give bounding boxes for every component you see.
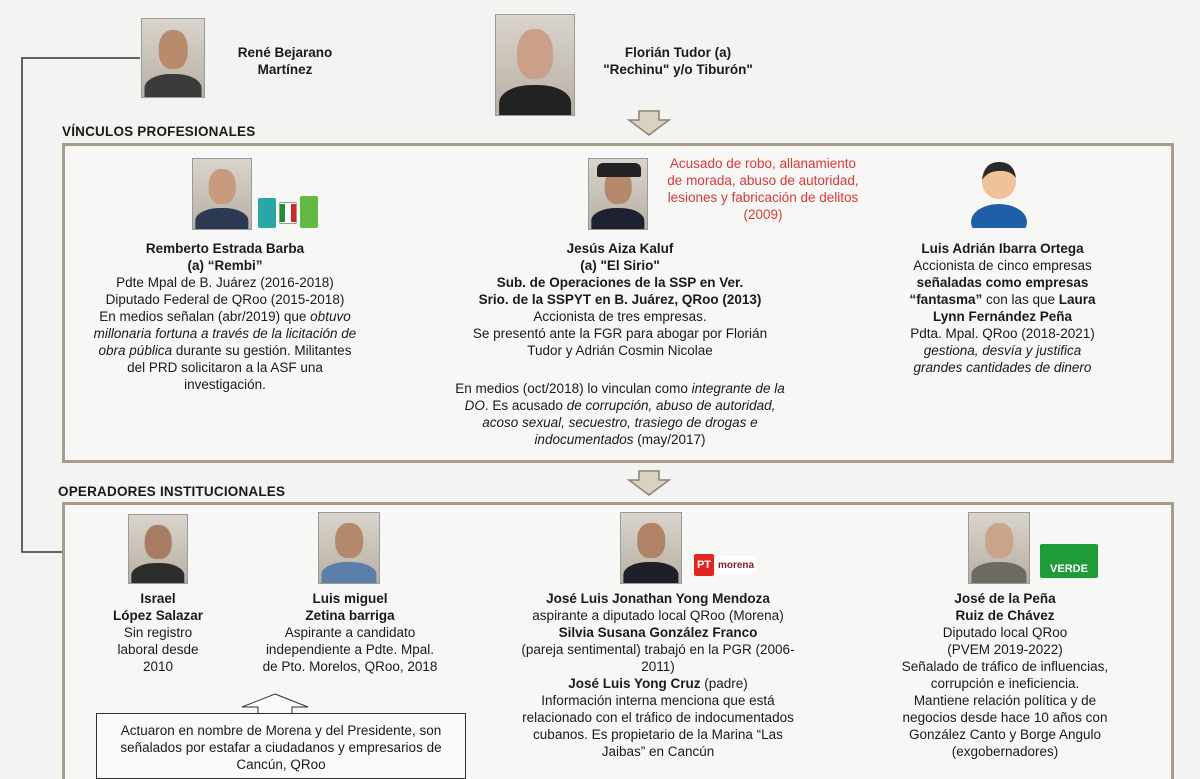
section-label-vinculos: VÍNCULOS PROFESIONALES xyxy=(62,124,256,139)
text-luis-adrian: Luis Adrián Ibarra Ortega Accionista de … xyxy=(909,241,1096,375)
text-jesus-media: En medios (oct/2018) lo vinculan como in… xyxy=(455,381,785,447)
party-logo-1 xyxy=(258,198,276,228)
logo-morena: morena xyxy=(716,556,756,574)
photo-jose-luis-yong xyxy=(620,512,682,584)
photo-florian-tudor xyxy=(495,14,575,116)
photo-luis-miguel-zetina xyxy=(318,512,380,584)
text-jesus-accusation: Acusado de robo, allanamiento de morada,… xyxy=(667,156,859,222)
text-yong: José Luis Jonathan Yong Mendoza aspirant… xyxy=(521,591,795,759)
party-logo-pri xyxy=(279,202,297,224)
photo-rene-bejarano xyxy=(141,18,205,98)
down-arrow-2 xyxy=(627,470,671,496)
avatar-icon xyxy=(971,162,1027,228)
text-jesus: Jesús Aiza Kaluf (a) "El Sirio" Sub. de … xyxy=(472,241,768,358)
photo-israel-lopez xyxy=(128,514,188,584)
name-florian-tudor: Florián Tudor (a) "Rechinu" y/o Tiburón" xyxy=(603,45,753,77)
text-luis-miguel: Luis miguel Zetina barriga Aspirante a c… xyxy=(262,591,438,674)
name-rene-bejarano: René Bejarano Martínez xyxy=(237,45,333,77)
text-jose-de-la-pena: José de la Peña Ruiz de Chávez Diputado … xyxy=(901,591,1109,759)
section-label-operadores: OPERADORES INSTITUCIONALES xyxy=(58,484,286,499)
photo-jesus-aiza xyxy=(588,158,648,230)
photo-jose-de-la-pena xyxy=(968,512,1030,584)
party-logo-2 xyxy=(300,196,318,228)
logo-verde: VERDE xyxy=(1040,544,1098,578)
down-arrow-1 xyxy=(627,110,671,136)
text-remberto: Remberto Estrada Barba (a) “Rembi” Pdte … xyxy=(93,241,357,392)
callout-box: Actuaron en nombre de Morena y del Presi… xyxy=(96,713,466,779)
logo-pt: PT xyxy=(694,554,714,576)
text-israel: Israel López Salazar Sin registro labora… xyxy=(112,591,204,674)
bubble-up-arrow xyxy=(241,693,309,715)
photo-remberto-estrada xyxy=(192,158,252,230)
